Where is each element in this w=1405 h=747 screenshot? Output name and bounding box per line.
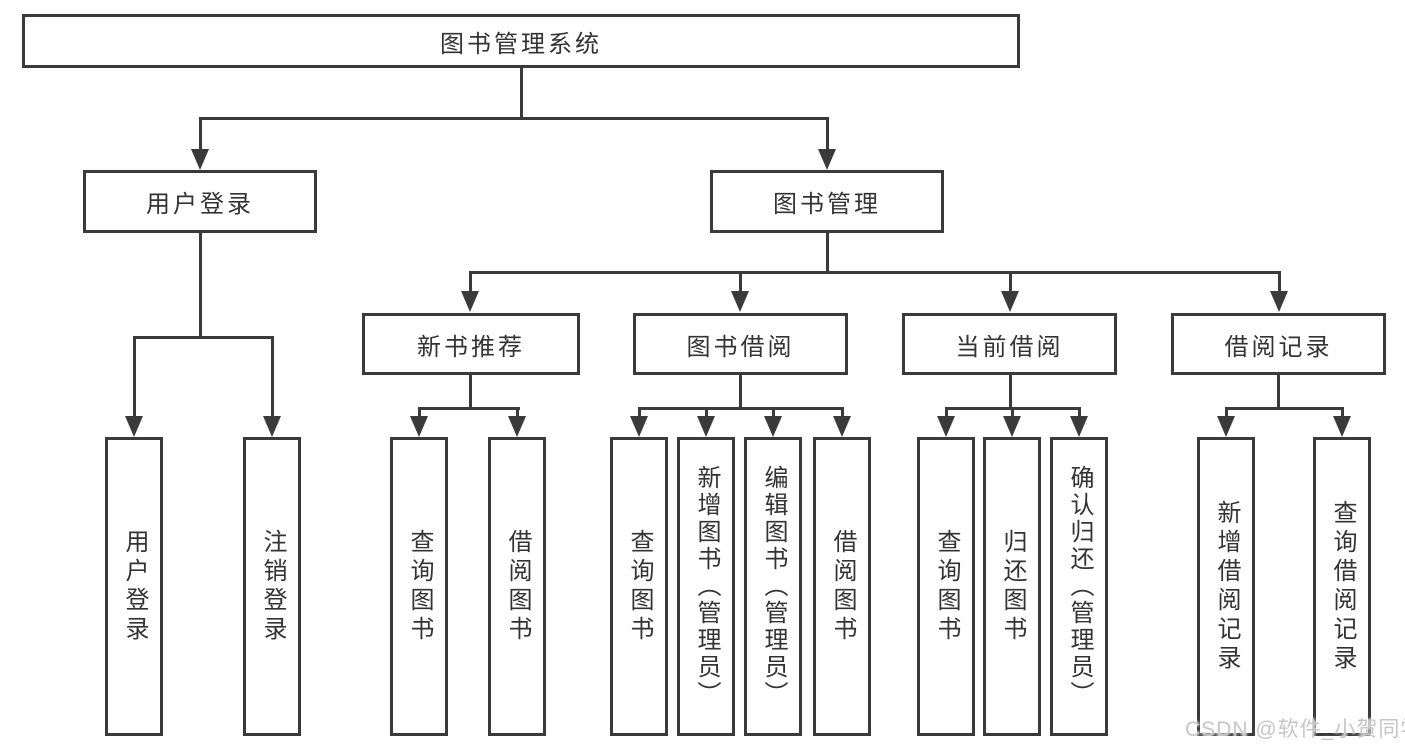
connector-line (945, 407, 948, 421)
connector-line (1078, 407, 1081, 421)
connector-line (133, 336, 136, 424)
leaf-bb-query-books: 查询图书 (610, 437, 668, 736)
connector-line (469, 375, 472, 409)
connector-line (705, 407, 708, 421)
connector-line (1277, 375, 1280, 409)
arrow-down-icon (833, 416, 851, 437)
node-new-book-recommend: 新书推荐 (362, 313, 580, 375)
connector-line (133, 336, 274, 339)
connector-line (199, 233, 202, 338)
connector-line (516, 407, 519, 421)
arrow-down-icon (937, 416, 955, 437)
leaf-bb-borrow-books: 借阅图书 (813, 437, 871, 736)
leaf-user-login: 用户登录 (105, 437, 163, 736)
leaf-nb-borrow-books: 借阅图书 (488, 437, 546, 736)
connector-line (520, 68, 523, 118)
arrow-down-icon (1070, 416, 1088, 437)
arrow-down-icon (1270, 291, 1288, 312)
arrow-down-icon (630, 416, 648, 437)
leaf-bb-edit-books: 编辑图书（管理员） (744, 437, 802, 736)
leaf-logout: 注销登录 (243, 437, 301, 736)
node-current-borrowing: 当前借阅 (902, 313, 1117, 375)
arrow-down-icon (508, 416, 526, 437)
connector-line (1009, 271, 1012, 293)
leaf-cb-query-books: 查询图书 (917, 437, 975, 736)
connector-line (199, 117, 202, 159)
connector-line (1225, 407, 1344, 410)
connector-line (469, 271, 1281, 274)
connector-line (1341, 407, 1344, 421)
connector-line (826, 117, 829, 159)
connector-line (638, 407, 844, 410)
connector-line (1011, 407, 1014, 421)
arrow-down-icon (1333, 416, 1351, 437)
arrow-down-icon (191, 149, 209, 170)
node-borrowing-records: 借阅记录 (1171, 313, 1386, 375)
leaf-br-query-record: 查询借阅记录 (1313, 437, 1371, 736)
connector-line (739, 271, 742, 293)
arrow-down-icon (1003, 416, 1021, 437)
arrow-down-icon (125, 416, 143, 437)
node-user-login: 用户登录 (83, 170, 317, 233)
connector-line (1009, 375, 1012, 409)
arrow-down-icon (1217, 416, 1235, 437)
arrow-down-icon (410, 416, 428, 437)
connector-line (739, 375, 742, 409)
connector-line (469, 271, 472, 293)
node-book-borrowing: 图书借阅 (633, 313, 848, 375)
node-library-system: 图书管理系统 (22, 14, 1020, 68)
leaf-br-add-record: 新增借阅记录 (1197, 437, 1255, 736)
arrow-down-icon (461, 291, 479, 312)
arrow-down-icon (818, 149, 836, 170)
connector-line (841, 407, 844, 421)
leaf-nb-query-books: 查询图书 (390, 437, 448, 736)
leaf-cb-confirm-return: 确认归还（管理员） (1050, 437, 1108, 736)
connector-line (418, 407, 520, 410)
arrow-down-icon (764, 416, 782, 437)
arrow-down-icon (697, 416, 715, 437)
connector-line (1278, 271, 1281, 293)
connector-line (638, 407, 641, 421)
connector-line (199, 117, 829, 120)
arrow-down-icon (1001, 291, 1019, 312)
leaf-bb-add-books: 新增图书（管理员） (677, 437, 735, 736)
node-book-management: 图书管理 (710, 170, 944, 233)
connector-line (826, 233, 829, 274)
arrow-down-icon (731, 291, 749, 312)
connector-line (271, 336, 274, 424)
csdn-watermark: CSDN @软件_小贺同学 (1185, 718, 1405, 741)
connector-line (1225, 407, 1228, 421)
connector-line (418, 407, 421, 421)
leaf-cb-return-books: 归还图书 (983, 437, 1041, 736)
connector-line (772, 407, 775, 421)
arrow-down-icon (263, 416, 281, 437)
